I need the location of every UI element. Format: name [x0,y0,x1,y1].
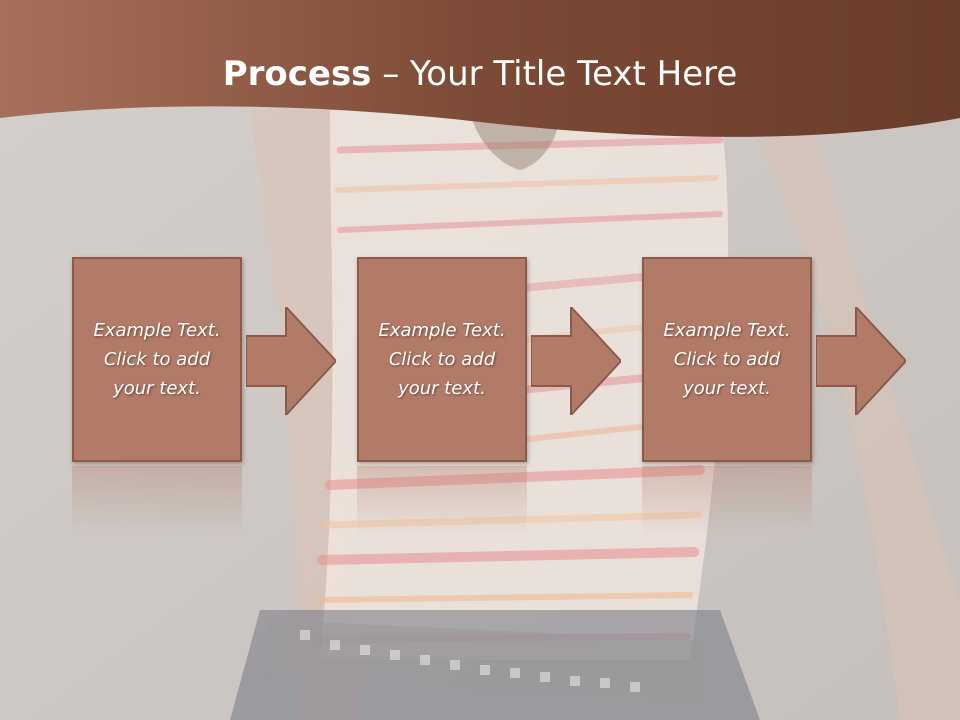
step-1-box[interactable]: Example Text. Click to add your text. [72,257,242,462]
step-2-text: Example Text. Click to add your text. [378,320,506,399]
step-3-arrow-icon [816,307,906,415]
step-3-text: Example Text. Click to add your text. [663,320,791,399]
slide-title[interactable]: Process – Your Title Text Here [0,52,960,96]
step-1-reflection [72,466,242,536]
title-strong: Process [222,54,372,94]
title-rest: – Your Title Text Here [371,54,738,94]
step-1-text: Example Text. Click to add your text. [93,320,221,399]
step-2-arrow-icon [531,307,621,415]
step-2-reflection [357,466,527,536]
step-2-box[interactable]: Example Text. Click to add your text. [357,257,527,462]
step-3-box[interactable]: Example Text. Click to add your text. [642,257,812,462]
step-1-arrow-icon [246,307,336,415]
step-3-reflection [642,466,812,536]
